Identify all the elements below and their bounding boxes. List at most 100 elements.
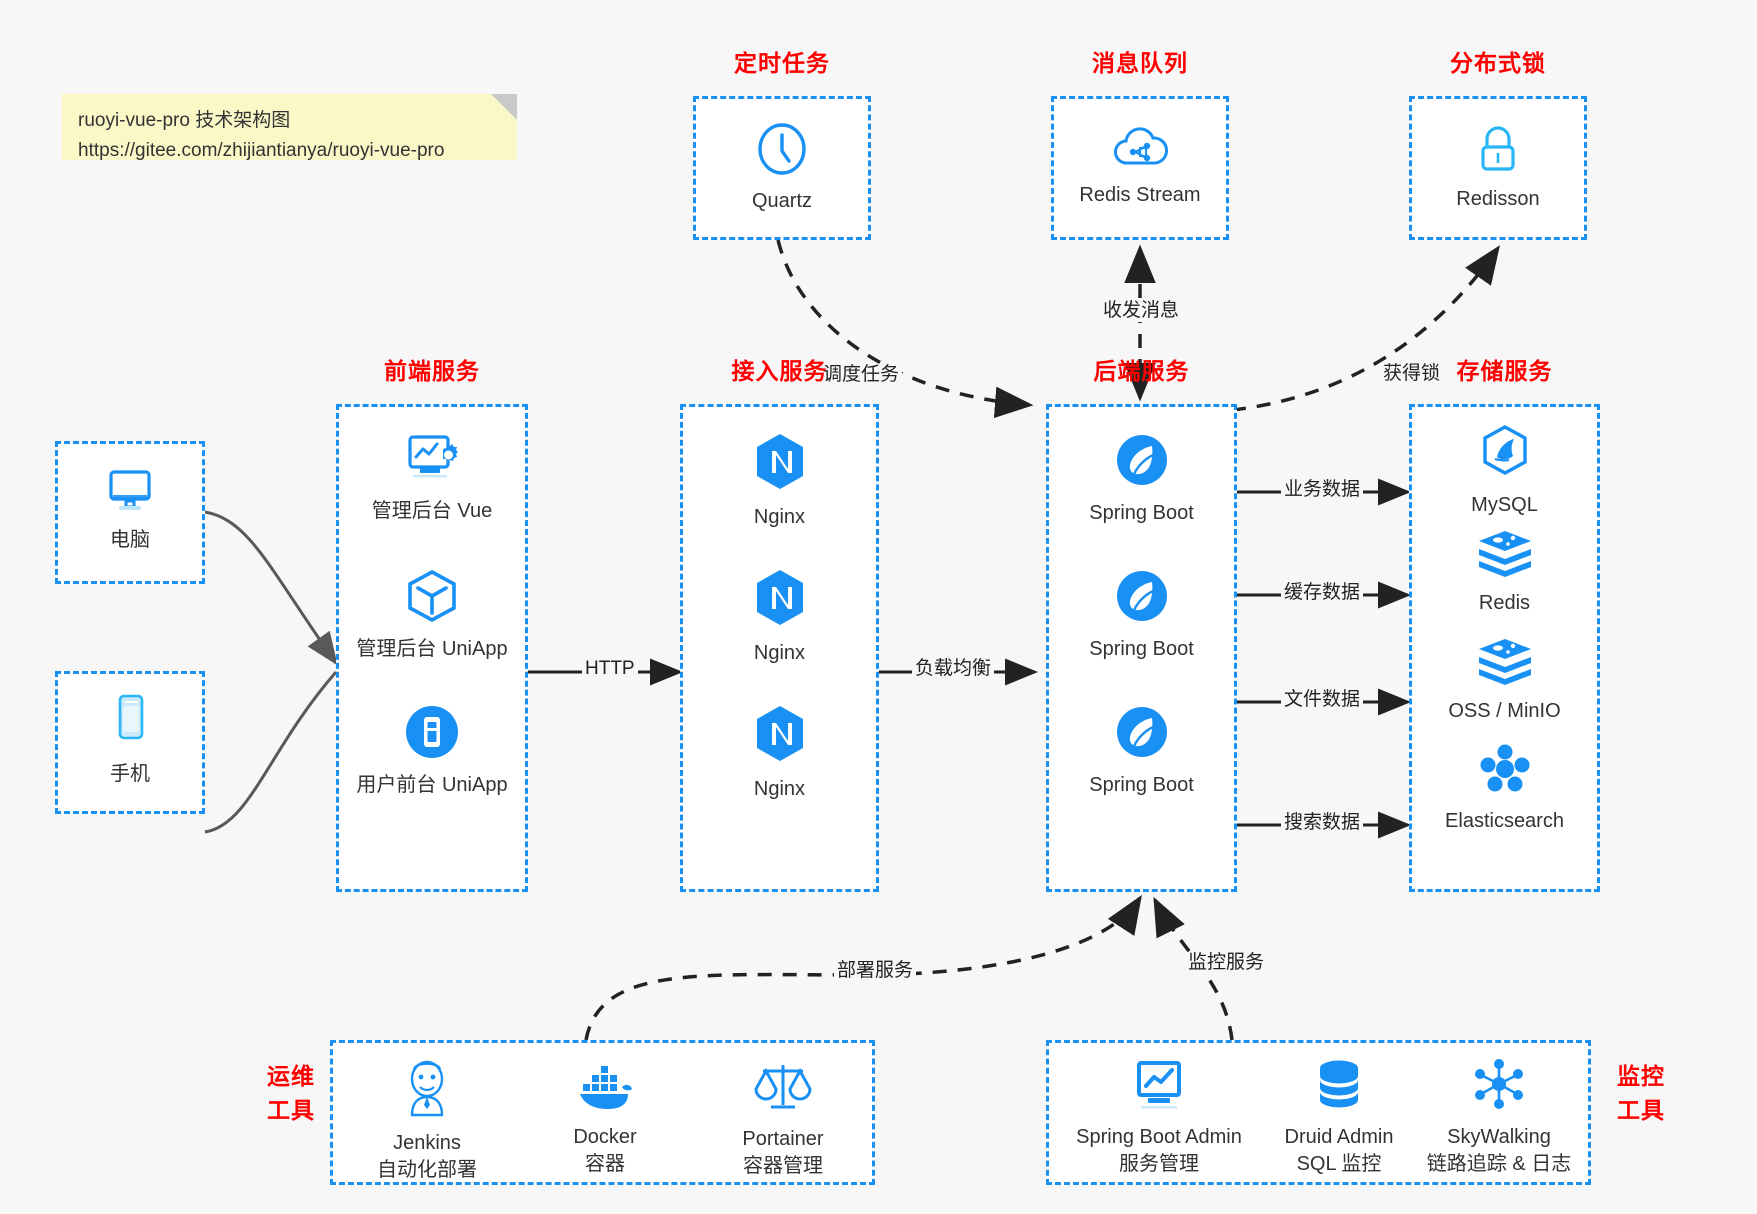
node-portainer[interactable]: Portainer 容器管理 [703,1057,863,1180]
group-title-monitor: 监控 工具 [1608,1059,1674,1127]
node-label: Spring Boot [1089,502,1194,524]
node-admin-vue[interactable]: 管理后台 Vue [339,431,525,524]
group-title-lock: 分布式锁 [1450,50,1546,76]
node-label: Spring Boot Admin [1076,1126,1242,1148]
node-sublabel: SQL 监控 [1296,1153,1382,1175]
group-box-gateway: Nginx Nginx Nginx [680,404,879,892]
group-title-devops: 运维 工具 [258,1059,324,1127]
node-springboot-3[interactable]: Spring Boot [1049,703,1234,798]
jenkins-butler-icon [398,1057,456,1124]
nginx-icon [751,567,809,634]
node-label: Druid Admin [1284,1126,1394,1148]
node-label: Elasticsearch [1445,810,1564,832]
node-label: 管理后台 UniApp [356,638,508,660]
node-mobile[interactable]: 手机 [58,692,202,787]
edge-label-business-data: 业务数据 [1281,479,1364,501]
padlock-icon [1471,121,1525,180]
spring-leaf-icon [1112,703,1172,766]
database-cylinder-icon [1310,1057,1368,1118]
node-label: Quartz [751,190,813,212]
group-title-gateway: 接入服务 [731,358,828,384]
monitor-chart-icon [1128,1057,1190,1118]
node-nginx-2[interactable]: Nginx [683,567,876,666]
node-mysql[interactable]: MySQL [1412,423,1597,518]
note-url: https://gitee.com/zhijiantianya/ruoyi-vu… [78,140,445,161]
group-box-storage: MySQL Redis [1409,404,1600,892]
group-title-devops-line1: 运维 [267,1063,315,1089]
edge-label-schedule-task: 调度任务 [820,364,903,386]
note-fold-corner [491,94,517,120]
note-title: ruoyi-vue-pro 技术架构图 [78,110,291,131]
edge-label-search-data: 搜索数据 [1281,812,1364,834]
node-spring-boot-admin[interactable]: Spring Boot Admin 服务管理 [1059,1057,1259,1178]
group-box-scheduler: Quartz [693,96,871,240]
node-label: Docker [573,1126,637,1148]
group-box-backend: Spring Boot Spring Boot Spring Boot [1046,404,1237,892]
node-nginx-3[interactable]: Nginx [683,703,876,802]
mobile-phone-icon [105,692,155,755]
group-title-storage: 存储服务 [1456,358,1553,384]
sticky-note: ruoyi-vue-pro 技术架构图 https://gitee.com/zh… [62,94,517,161]
node-oss-minio[interactable]: OSS / MinIO [1412,635,1597,724]
edge-label-monitor-service: 监控服务 [1185,952,1268,974]
node-nginx-1[interactable]: Nginx [683,431,876,530]
clock-icon [754,121,810,182]
node-label: Spring Boot [1089,638,1194,660]
edge-desktop-to-frontend [204,510,338,666]
group-box-client-mobile: 手机 [55,671,205,814]
node-admin-uniapp[interactable]: 管理后台 UniApp [339,567,525,662]
node-label: SkyWalking [1447,1126,1551,1148]
redis-stack-icon [1474,527,1536,584]
node-label: Nginx [753,642,806,664]
node-springboot-2[interactable]: Spring Boot [1049,567,1234,662]
edge-label-http: HTTP [582,658,638,680]
node-label: Redisson [1456,188,1540,210]
node-sublabel: 容器管理 [743,1155,823,1177]
node-label: 管理后台 Vue [371,500,493,522]
node-label: Spring Boot [1089,774,1194,796]
group-title-mq: 消息队列 [1092,50,1188,76]
group-box-devops: Jenkins 自动化部署 Docker 容器 [330,1040,875,1185]
node-elasticsearch[interactable]: Elasticsearch [1412,743,1597,834]
group-title-scheduler: 定时任务 [734,50,830,76]
node-druid-admin[interactable]: Druid Admin SQL 监控 [1254,1057,1424,1178]
group-title-backend: 后端服务 [1093,358,1190,384]
node-label: Jenkins [393,1132,461,1154]
spring-leaf-icon [1112,567,1172,630]
node-label: Nginx [753,506,806,528]
node-desktop[interactable]: 电脑 [58,464,202,553]
node-redis-stream[interactable]: Redis Stream [1054,121,1226,208]
node-docker[interactable]: Docker 容器 [525,1057,685,1178]
node-label: Redis Stream [1079,184,1201,206]
node-sublabel: 服务管理 [1119,1153,1199,1175]
node-label: MySQL [1471,494,1538,516]
node-label: 用户前台 UniApp [356,774,508,796]
node-sublabel: 链路追踪 & 日志 [1426,1153,1572,1175]
node-label: OSS / MinIO [1448,700,1561,722]
cloud-stream-icon [1111,121,1169,176]
edge-mobile-to-frontend [204,671,338,834]
node-label: 手机 [110,763,150,785]
node-springboot-1[interactable]: Spring Boot [1049,431,1234,526]
node-redisson[interactable]: Redisson [1412,121,1584,212]
node-label: Redis [1478,592,1531,614]
scales-balance-icon [753,1057,813,1120]
group-box-monitor: Spring Boot Admin 服务管理 Druid Admin SQL 监… [1046,1040,1591,1185]
docker-whale-icon [574,1057,636,1118]
edge-label-send-receive-message: 收发消息 [1100,300,1183,322]
group-title-monitor-line1: 监控 [1617,1063,1665,1089]
node-sublabel: 容器 [585,1153,625,1175]
edge-label-deploy-service: 部署服务 [834,960,917,982]
node-quartz[interactable]: Quartz [696,121,868,214]
elasticsearch-icon [1476,743,1534,802]
group-title-frontend: 前端服务 [384,358,480,384]
mobile-app-icon [403,703,461,766]
redis-stack-icon [1474,635,1536,692]
node-user-uniapp[interactable]: 用户前台 UniApp [339,703,525,798]
edge-label-file-data: 文件数据 [1281,689,1364,711]
node-skywalking[interactable]: SkyWalking 链路追踪 & 日志 [1404,1057,1594,1178]
group-box-lock: Redisson [1409,96,1587,240]
node-jenkins[interactable]: Jenkins 自动化部署 [347,1057,507,1184]
node-redis[interactable]: Redis [1412,527,1597,616]
